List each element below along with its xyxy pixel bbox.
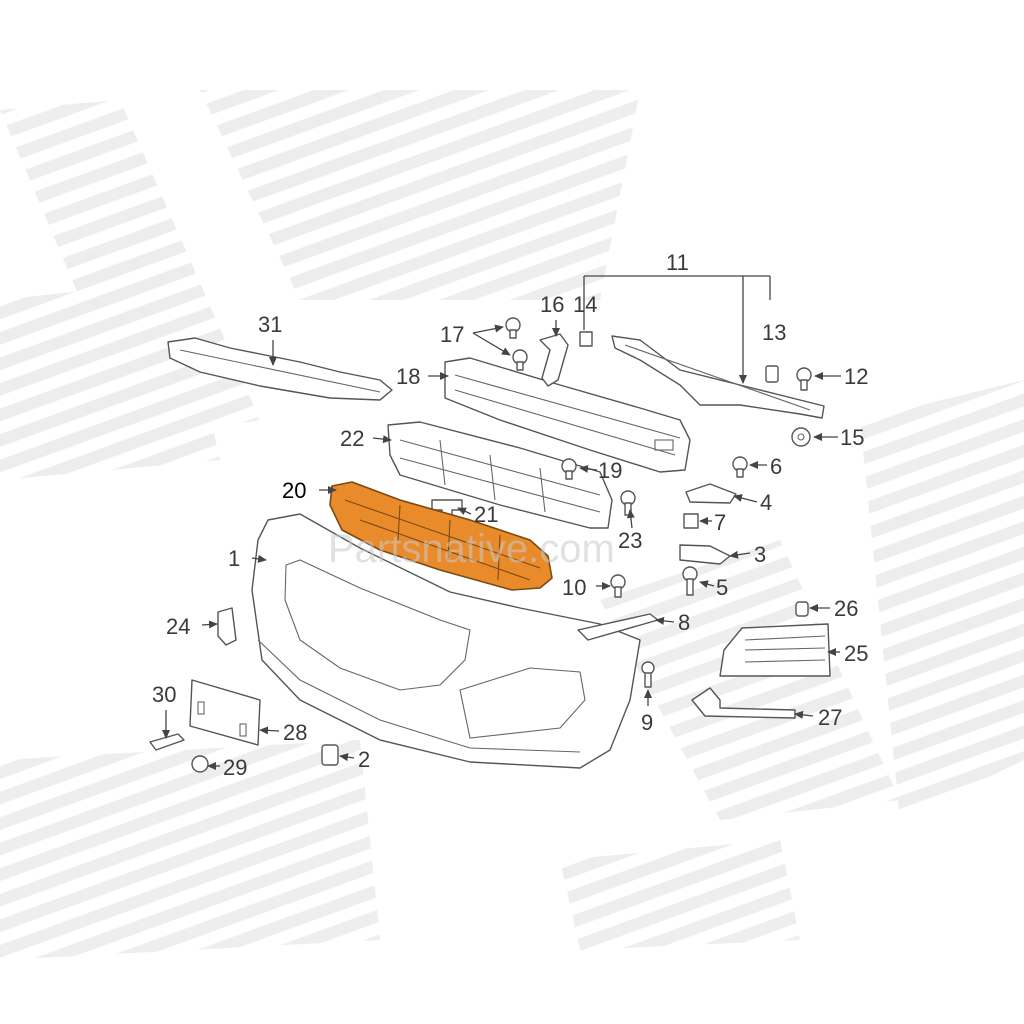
part-30-pin[interactable]: [149, 733, 185, 751]
part-29-screw[interactable]: [191, 755, 209, 773]
callout-6[interactable]: 6: [770, 454, 782, 479]
callout-23[interactable]: 23: [618, 528, 642, 553]
part-20-lower-absorber-highlighted[interactable]: [329, 481, 553, 591]
watermark-text: Partsnative.com: [328, 527, 615, 571]
part-1-bumper-fascia[interactable]: [251, 513, 641, 769]
part-19-screw[interactable]: [561, 458, 577, 480]
part-7-clip[interactable]: [683, 513, 699, 529]
leader-lines: [162, 275, 841, 770]
part-12-bolt[interactable]: [796, 367, 812, 391]
callout-29[interactable]: 29: [223, 755, 247, 780]
callout-8[interactable]: 8: [678, 610, 690, 635]
callout-24[interactable]: 24: [166, 614, 190, 639]
callout-18[interactable]: 18: [396, 364, 420, 389]
part-13-spacer[interactable]: [765, 365, 779, 383]
part-3-bracket[interactable]: [679, 544, 731, 565]
callout-7[interactable]: 7: [714, 510, 726, 535]
part-2-clip[interactable]: [321, 744, 339, 766]
callout-14[interactable]: 14: [573, 292, 597, 317]
part-14-clip[interactable]: [579, 331, 593, 347]
callout-22[interactable]: 22: [340, 426, 364, 451]
callout-25[interactable]: 25: [844, 641, 868, 666]
callout-15[interactable]: 15: [840, 425, 864, 450]
part-31-upper-shield[interactable]: [167, 337, 393, 401]
callout-19[interactable]: 19: [598, 458, 622, 483]
watermark-background: [0, 90, 1024, 960]
callout-10[interactable]: 10: [562, 575, 586, 600]
part-6-screw[interactable]: [732, 456, 748, 478]
part-15-nut[interactable]: [791, 427, 811, 447]
part-28-license-bracket[interactable]: [189, 679, 261, 746]
callout-5[interactable]: 5: [716, 575, 728, 600]
part-9-bolt[interactable]: [641, 661, 655, 688]
part-5-fastener[interactable]: [682, 566, 698, 596]
part-4-bracket[interactable]: [685, 483, 737, 504]
part-26-cap[interactable]: [795, 601, 809, 617]
part-11-bracket-assembly[interactable]: [611, 335, 825, 419]
callout-9[interactable]: 9: [641, 710, 653, 735]
callout-13[interactable]: 13: [762, 320, 786, 345]
callout-26[interactable]: 26: [834, 596, 858, 621]
callout-4[interactable]: 4: [760, 490, 772, 515]
part-25-lower-grille[interactable]: [719, 623, 831, 677]
callout-28[interactable]: 28: [283, 720, 307, 745]
callout-1[interactable]: 1: [228, 546, 240, 571]
part-23-fastener[interactable]: [620, 490, 636, 516]
callout-20-highlighted[interactable]: 20: [282, 478, 306, 503]
part-10-screw[interactable]: [610, 574, 626, 598]
callout-16[interactable]: 16: [540, 292, 564, 317]
part-24-side-cover[interactable]: [217, 607, 237, 646]
callout-11[interactable]: 11: [666, 250, 689, 275]
callout-30[interactable]: 30: [152, 682, 176, 707]
callout-17[interactable]: 17: [440, 322, 464, 347]
part-16-bracket[interactable]: [539, 333, 569, 387]
callout-labels: 31 11 16 14 13 17 18 12 15 22 19 6 20 4 …: [152, 250, 868, 780]
callout-12[interactable]: 12: [844, 364, 868, 389]
part-27-trim[interactable]: [691, 687, 796, 719]
callout-3[interactable]: 3: [754, 542, 766, 567]
callout-2[interactable]: 2: [358, 747, 370, 772]
part-22-energy-absorber[interactable]: [387, 421, 613, 529]
callout-27[interactable]: 27: [818, 705, 842, 730]
callout-21[interactable]: 21: [474, 502, 498, 527]
callout-31[interactable]: 31: [258, 312, 282, 337]
part-17-screws[interactable]: [505, 317, 528, 371]
